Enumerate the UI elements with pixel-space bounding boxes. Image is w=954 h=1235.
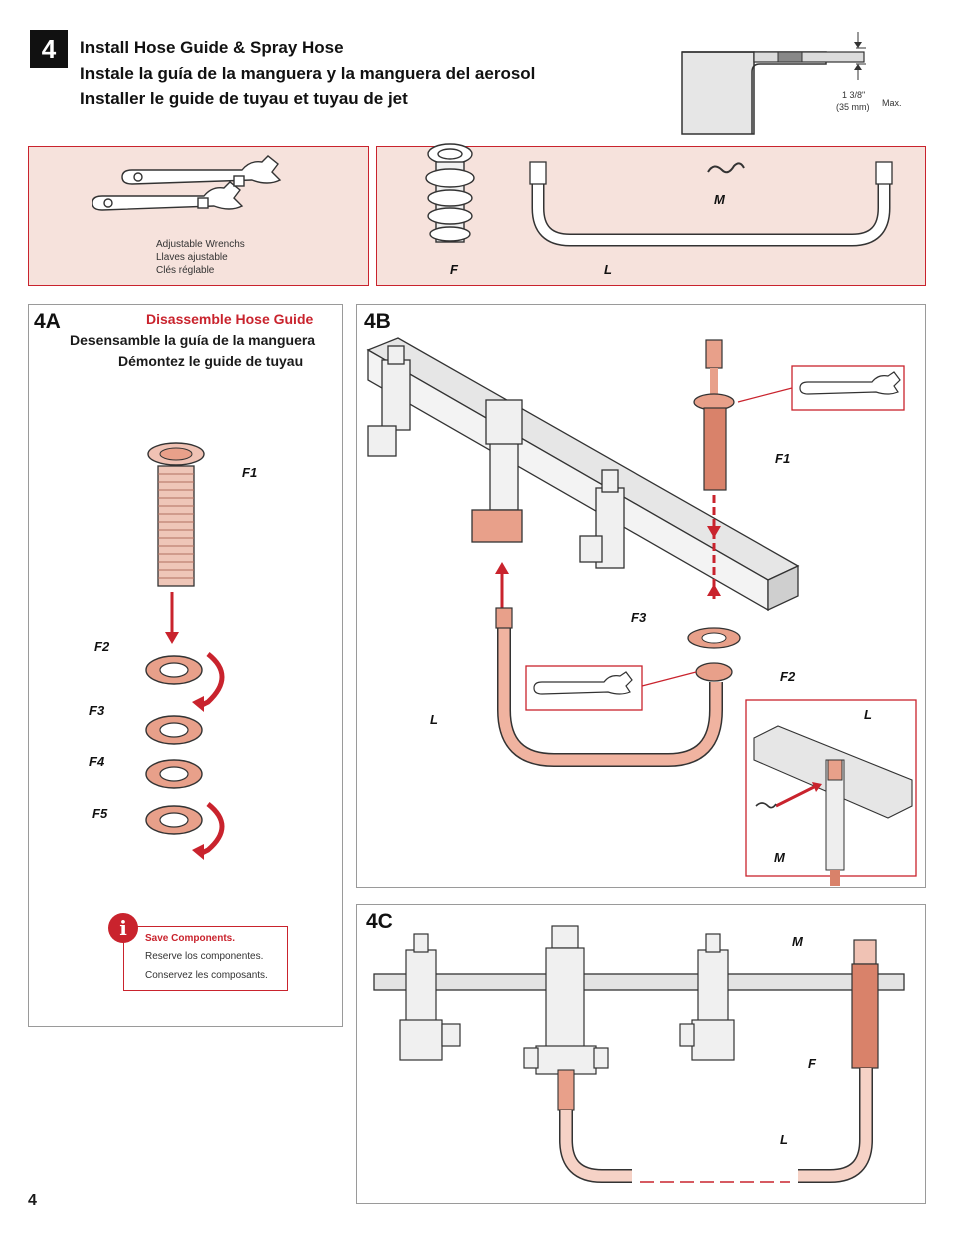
- save-components-note: [123, 926, 288, 991]
- dimension-max: Max.: [882, 98, 902, 108]
- tools-label-es: Llaves ajustable: [156, 252, 228, 263]
- note-title: Save Components.: [145, 933, 236, 944]
- tools-label-fr: Clés réglable: [156, 265, 215, 276]
- label-4b-f3: F3: [631, 610, 647, 625]
- title-french: Installer le guide de tuyau et tuyau de …: [80, 89, 408, 108]
- step-number-badge: 4: [30, 30, 68, 68]
- hose-guide-disassembly-diagram: [145, 442, 225, 860]
- part-label-l: L: [604, 262, 612, 277]
- note-es: Reserve los componentes.: [145, 951, 264, 962]
- panel-4c: [356, 904, 926, 1204]
- final-assembly-diagram: [373, 925, 905, 1183]
- adjustable-wrench-icon: [92, 155, 282, 211]
- title-english: Install Hose Guide & Spray Hose: [80, 38, 344, 57]
- tools-label-en: Adjustable Wrenchs: [156, 239, 245, 250]
- label-4b-f2: F2: [780, 669, 796, 684]
- label-4a-f3: F3: [89, 703, 105, 718]
- hose-installation-diagram: [366, 337, 917, 886]
- step-4a-label: 4A: [34, 310, 61, 333]
- label-4c-m: M: [792, 934, 803, 949]
- step-4a-heading-fr: Démontez le guide de tuyau: [118, 353, 304, 369]
- clip-part-m: [707, 162, 745, 174]
- label-4c-f: F: [808, 1056, 816, 1071]
- step-4c-label: 4C: [366, 910, 393, 933]
- part-label-m: M: [714, 192, 725, 207]
- label-4b-l: L: [430, 712, 438, 727]
- spray-hose-part-l: [529, 161, 893, 247]
- dimension-mm: (35 mm): [836, 102, 870, 112]
- step-4a-heading-en: Disassemble Hose Guide: [146, 311, 314, 327]
- deck-thickness-diagram: [681, 32, 866, 135]
- dimension-fraction: 1 3/8": [842, 90, 866, 100]
- title-spanish: Instale la guía de la manguera y la mang…: [80, 64, 536, 83]
- label-4b-f1: F1: [775, 451, 791, 466]
- label-4a-f4: F4: [89, 754, 105, 769]
- hose-guide-part-f: [425, 143, 475, 243]
- label-4b-inset-m: M: [774, 850, 785, 865]
- label-4c-l: L: [780, 1132, 788, 1147]
- note-fr: Conservez les composants.: [145, 970, 268, 981]
- label-4a-f1: F1: [242, 465, 258, 480]
- page-number: 4: [28, 1192, 37, 1209]
- info-icon: i: [108, 913, 138, 943]
- part-label-f: F: [450, 262, 458, 277]
- label-4b-inset-l: L: [864, 707, 872, 722]
- label-4a-f5: F5: [92, 806, 108, 821]
- step-4a-heading-es: Desensamble la guía de la manguera: [70, 332, 316, 348]
- step-4b-label: 4B: [364, 310, 391, 333]
- label-4a-f2: F2: [94, 639, 110, 654]
